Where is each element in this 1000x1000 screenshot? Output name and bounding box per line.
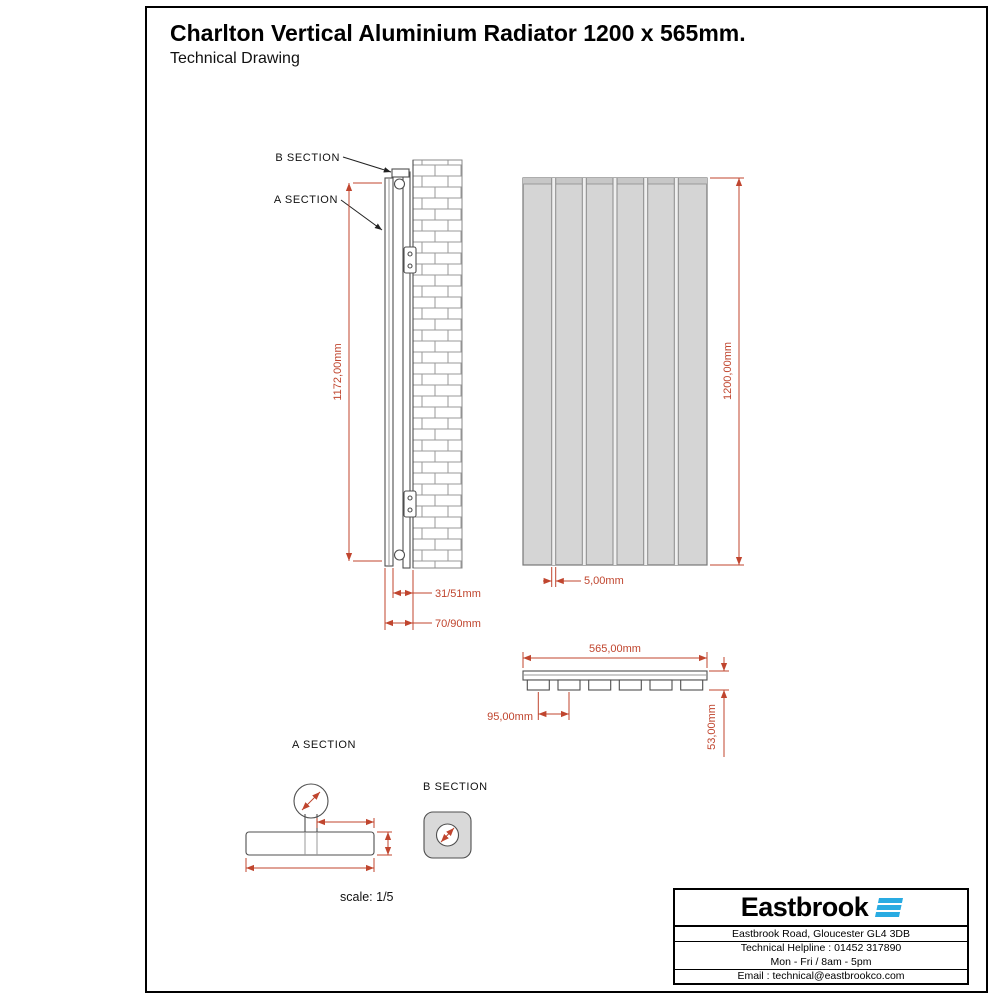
- address-line: Eastbrook Road, Gloucester GL4 3DB: [675, 927, 967, 942]
- email-line: Email : technical@eastbrookco.com: [737, 970, 905, 983]
- bore-diameter-mark: [440, 827, 455, 843]
- side-height-dimension: 1172,00mm: [332, 182, 382, 562]
- a-section-leader: [340, 199, 383, 231]
- panel-tab: [680, 679, 704, 691]
- bottom-connection-circle: [393, 549, 406, 561]
- eastbrook-logo-icon: [875, 898, 904, 917]
- page-title: Charlton Vertical Aluminium Radiator 120…: [170, 20, 746, 46]
- front-height-dimension: 1200,00mm: [710, 177, 744, 566]
- b-section-callout: B SECTION: [275, 152, 340, 164]
- brand-row: Eastbrook: [675, 890, 967, 927]
- panel-gap-dimension: 5,00mm: [543, 567, 624, 587]
- overall-depth-dim-text: 70/90mm: [435, 618, 481, 630]
- scale-note: scale: 1/5: [340, 890, 394, 904]
- panel-divider: [643, 178, 649, 565]
- width-dim-text: 565,00mm: [589, 643, 641, 655]
- depth-dimension: 53,00mm: [706, 657, 729, 757]
- brick-wall: [412, 159, 463, 569]
- b-section-detail: B SECTION: [423, 781, 488, 859]
- front-view: 1200,00mm 5,00mm: [522, 177, 744, 587]
- top-connection-circle: [393, 178, 406, 190]
- panel-tab: [588, 679, 612, 691]
- b-section-leader: [342, 156, 392, 173]
- a-section-detail: A SECTION: [245, 739, 392, 872]
- a-section-title: A SECTION: [292, 739, 356, 751]
- side-depth-dimensions: 31/51mm 70/90mm: [384, 568, 481, 630]
- hours-line: Mon - Fri / 8am - 5pm: [675, 955, 967, 970]
- depth-dim-text: 53,00mm: [706, 704, 718, 750]
- bracket-depth-dim-text: 31/51mm: [435, 588, 481, 600]
- b-section-title: B SECTION: [423, 781, 488, 793]
- top-view: 565,00mm 95,00mm 53,00mm: [487, 643, 729, 757]
- manufacturer-info-box: Eastbrook Eastbrook Road, Gloucester GL4…: [673, 888, 969, 985]
- panel-tab: [557, 679, 581, 691]
- panel-tab: [526, 679, 550, 691]
- panel-tab: [618, 679, 642, 691]
- panel-divider: [581, 178, 587, 565]
- panel-tab: [649, 679, 673, 691]
- a-section-callout: A SECTION: [274, 194, 338, 206]
- top-bracket: [391, 168, 410, 178]
- panel-divider: [612, 178, 618, 565]
- wall-bracket-lower: [403, 490, 417, 518]
- front-height-dim-text: 1200,00mm: [722, 342, 734, 400]
- helpline-line: Technical Helpline : 01452 317890: [740, 942, 902, 955]
- side-view: B SECTION A SECTION 1172,00mm 31/51mm 70…: [274, 152, 481, 630]
- tube-diameter-mark: [301, 791, 321, 811]
- side-height-dim-text: 1172,00mm: [332, 343, 344, 400]
- brand-name: Eastbrook: [740, 892, 869, 922]
- wall-bracket-upper: [403, 246, 417, 274]
- panel-divider: [551, 178, 557, 565]
- width-dimension: 565,00mm: [522, 643, 708, 668]
- pitch-dimension: 95,00mm: [487, 692, 570, 723]
- panel-gap-dim-text: 5,00mm: [584, 575, 624, 587]
- pitch-dim-text: 95,00mm: [487, 711, 533, 723]
- a-section-panel: [245, 831, 375, 856]
- a-section-dimensions: [245, 818, 392, 872]
- panel-divider: [673, 178, 679, 565]
- page-subtitle: Technical Drawing: [170, 50, 300, 67]
